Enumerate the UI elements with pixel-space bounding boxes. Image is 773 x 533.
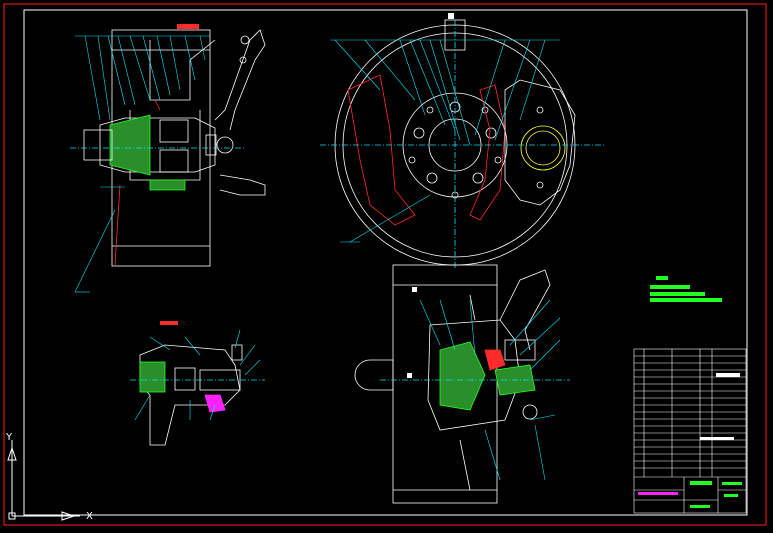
bearing-detail-view[interactable]	[130, 321, 265, 446]
hub-assembly-side-view[interactable]	[354, 264, 570, 504]
ucs-x-label: X	[86, 511, 93, 522]
technical-requirements[interactable]	[650, 276, 722, 302]
ucs-y-label: Y	[6, 432, 13, 443]
hub-section-view[interactable]	[70, 24, 266, 293]
drawing-frame	[3, 3, 767, 526]
brake-disc-view[interactable]	[320, 13, 605, 270]
title-block[interactable]	[633, 348, 747, 514]
ucs-icon	[7, 440, 80, 521]
